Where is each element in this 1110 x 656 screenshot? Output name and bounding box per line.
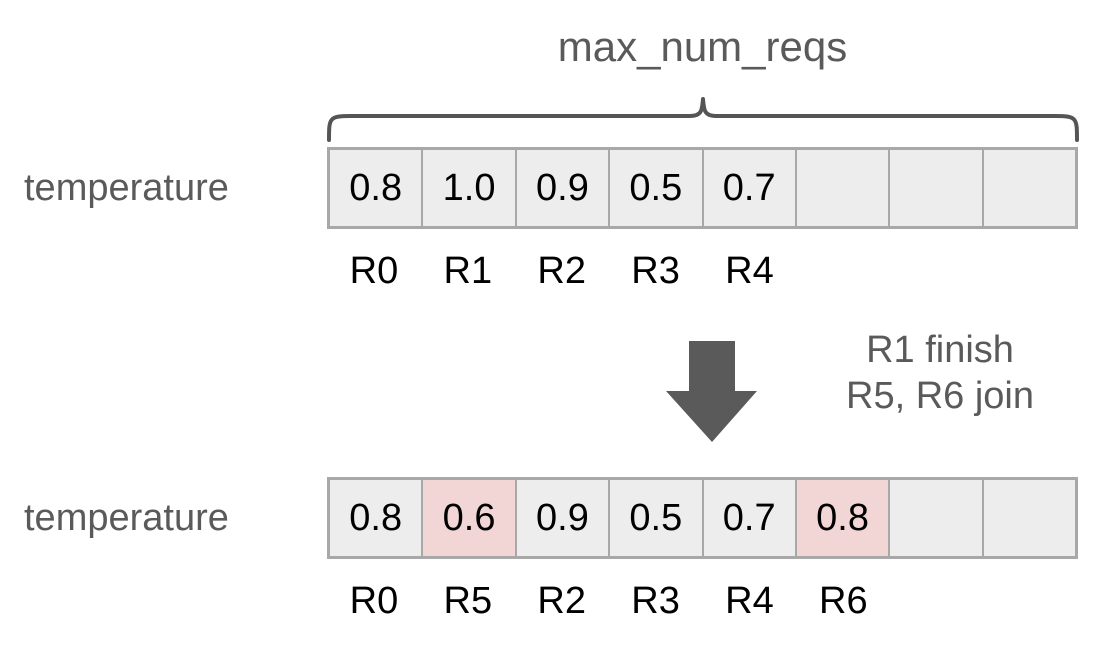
slot-cell: 0.8 bbox=[330, 480, 424, 556]
request-id: R2 bbox=[537, 250, 586, 292]
slot-cell: 0.5 bbox=[610, 480, 704, 556]
slot-cell: 0.7 bbox=[703, 150, 797, 226]
request-id: R1 bbox=[443, 250, 493, 292]
request-id: R3 bbox=[631, 580, 680, 622]
request-id: R3 bbox=[631, 250, 680, 292]
request-id: R5 bbox=[443, 580, 493, 622]
slot-cell-highlighted: 0.6 bbox=[423, 480, 517, 556]
request-id-row-before: R0 R1 R2 R3 R4 bbox=[327, 250, 1078, 292]
slot-cell-empty bbox=[890, 480, 984, 556]
slot-cell: 0.5 bbox=[610, 150, 704, 226]
slot-cell-empty bbox=[796, 150, 891, 226]
request-id-row-after: R0 R5 R2 R3 R4 R6 bbox=[327, 580, 1078, 622]
request-id: R6 bbox=[819, 580, 868, 622]
slot-cell: 0.9 bbox=[516, 150, 611, 226]
max-num-reqs-label: max_num_reqs bbox=[557, 23, 848, 70]
transition-note-line-2: R5, R6 join bbox=[846, 375, 1034, 418]
request-id: R4 bbox=[725, 580, 774, 622]
transition-note-line-1: R1 finish bbox=[866, 329, 1014, 371]
request-id-empty bbox=[796, 252, 890, 292]
request-id-empty bbox=[890, 252, 984, 292]
request-id-empty bbox=[890, 582, 984, 622]
request-id-empty bbox=[984, 582, 1078, 622]
slot-cell-empty bbox=[983, 150, 1075, 226]
slot-cell: 1.0 bbox=[423, 150, 517, 226]
temperature-buffer-after: 0.8 0.6 0.9 0.5 0.7 0.8 bbox=[327, 477, 1078, 559]
slot-cell-highlighted: 0.8 bbox=[796, 480, 891, 556]
request-id: R4 bbox=[725, 250, 774, 292]
request-id-empty bbox=[984, 252, 1078, 292]
temperature-label-before: temperature bbox=[24, 167, 229, 209]
request-id: R0 bbox=[349, 250, 399, 292]
temperature-label-after: temperature bbox=[24, 497, 229, 539]
slot-cell-empty bbox=[983, 480, 1075, 556]
slot-cell: 0.9 bbox=[516, 480, 611, 556]
request-id: R0 bbox=[349, 580, 399, 622]
temperature-buffer-before: 0.8 1.0 0.9 0.5 0.7 bbox=[327, 147, 1078, 229]
request-id: R2 bbox=[537, 580, 586, 622]
span-brace-icon bbox=[327, 97, 1079, 142]
transition-note: R1 finish R5, R6 join bbox=[790, 327, 1090, 420]
slot-cell: 0.7 bbox=[703, 480, 797, 556]
slot-cell-empty bbox=[890, 150, 984, 226]
slot-cell: 0.8 bbox=[330, 150, 424, 226]
down-arrow-icon bbox=[666, 341, 757, 442]
